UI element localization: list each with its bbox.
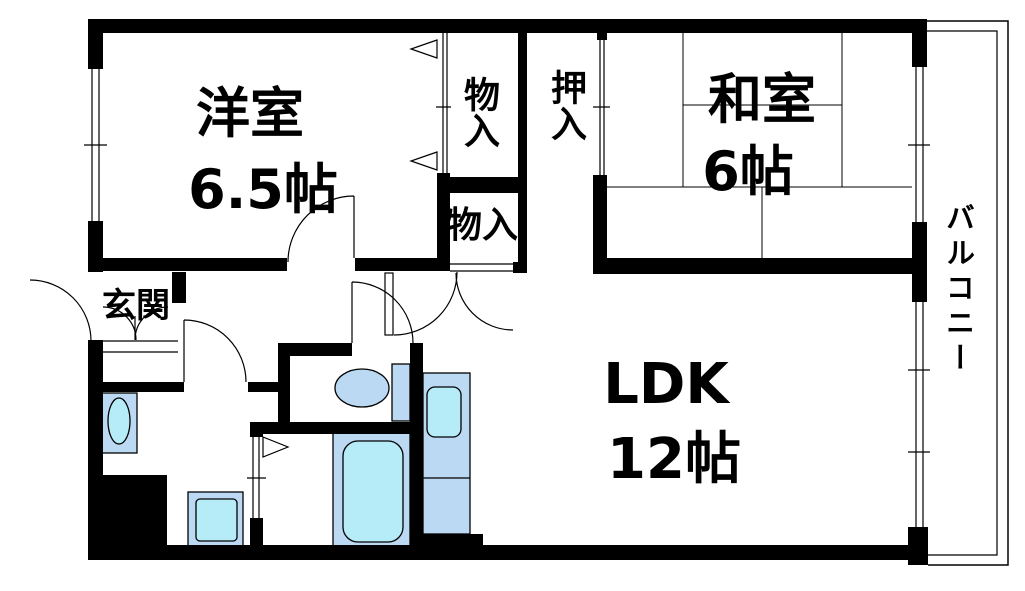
window-ldk: [908, 302, 930, 527]
futon-closet-label: 押入: [545, 69, 586, 141]
storage-lower-door-arc: [455, 272, 514, 331]
wall-washroom-east: [278, 343, 290, 434]
bifold-arrow-bottom: [409, 151, 438, 171]
kitchen-sink: [426, 386, 462, 438]
wall-entrance-stub: [172, 272, 186, 303]
wall-right-lower: [908, 527, 928, 565]
storage-top-label: 物入: [458, 76, 499, 148]
westernroom-door-arc: [287, 195, 355, 263]
western-room-size: 6.5帖: [188, 158, 338, 221]
storage-top-door-gap: [440, 33, 450, 173]
bath-bifold-arrow: [262, 436, 290, 458]
wall-closet-divider: [518, 33, 527, 273]
entrance-door-gap: [88, 272, 103, 340]
storage-lower-door-gap: [450, 262, 513, 273]
western-room-label: 洋室: [196, 82, 304, 145]
washing-machine-pan-inner: [195, 498, 238, 542]
bath-bifold-door: [247, 437, 266, 518]
balcony-inner-rail: [926, 30, 998, 556]
tatami-lines: [607, 33, 912, 258]
wall-storage-south: [450, 177, 527, 193]
wall-left-lower: [88, 340, 103, 475]
ldk-label: LDK: [603, 352, 729, 417]
wall-japaneseroom-south: [597, 258, 920, 274]
wall-closet-west: [437, 173, 450, 271]
storage-top-door: [436, 33, 451, 173]
entrance-step-lines: [103, 340, 178, 353]
vanity-basin: [107, 397, 131, 445]
washroom-door-arc: [183, 319, 247, 383]
hall-ldk-door-arc: [393, 271, 458, 336]
wall-washroom-north-right: [248, 382, 290, 392]
doors-layer: [29, 195, 514, 383]
balcony-layer: [926, 20, 1009, 566]
storage-lower-label: 物入: [445, 205, 519, 246]
wall-bottom: [88, 545, 928, 560]
entrance-inner-fans: [102, 306, 169, 341]
wall-bath-west-stub-bottom: [250, 518, 263, 548]
window-ldk-gap: [912, 302, 927, 527]
toilet-door-arc: [351, 281, 414, 344]
window-japaneseroom: [908, 67, 930, 222]
fixtures-layer: [101, 363, 471, 549]
storage-lower-door: [450, 263, 513, 272]
toilet-tank: [391, 363, 411, 422]
fusuma-oshiire: [593, 40, 610, 175]
wall-washroom-north-left: [88, 382, 184, 392]
wall-kitchen-south-block: [418, 534, 483, 560]
hall-ldk-door-leaf: [384, 272, 394, 336]
wall-storage-lower-corner: [513, 262, 527, 273]
bifold-arrow-top: [409, 39, 438, 59]
wall-bath-west-stub-top: [250, 434, 263, 439]
wall-westernroom-south-right: [355, 258, 450, 271]
toilet-bowl: [334, 368, 390, 408]
wall-westernroom-south-left: [88, 258, 287, 271]
wall-top: [88, 19, 926, 33]
wall-toilet-south: [250, 422, 423, 434]
bathtub: [342, 440, 404, 543]
wall-oshiire-east-lower: [593, 175, 607, 274]
ldk-size: 12帖: [607, 427, 741, 492]
wall-toilet-bath-east: [410, 343, 423, 548]
wall-right-upper: [912, 19, 927, 67]
wall-toilet-north: [278, 343, 352, 356]
balcony-outer-rail: [926, 20, 1009, 566]
wall-fusuma-stub: [597, 33, 607, 42]
windows-layer: [84, 33, 930, 527]
balcony-label: バルコニー: [941, 202, 976, 378]
wall-left-upper: [88, 19, 103, 69]
entrance-door-arc: [29, 279, 92, 342]
japanese-room-label: 和室: [708, 68, 816, 131]
entrance-label: 玄関: [102, 286, 170, 326]
window-westernroom: [84, 69, 107, 221]
japanese-room-size: 6帖: [702, 140, 794, 203]
walls-layer: [88, 19, 928, 565]
